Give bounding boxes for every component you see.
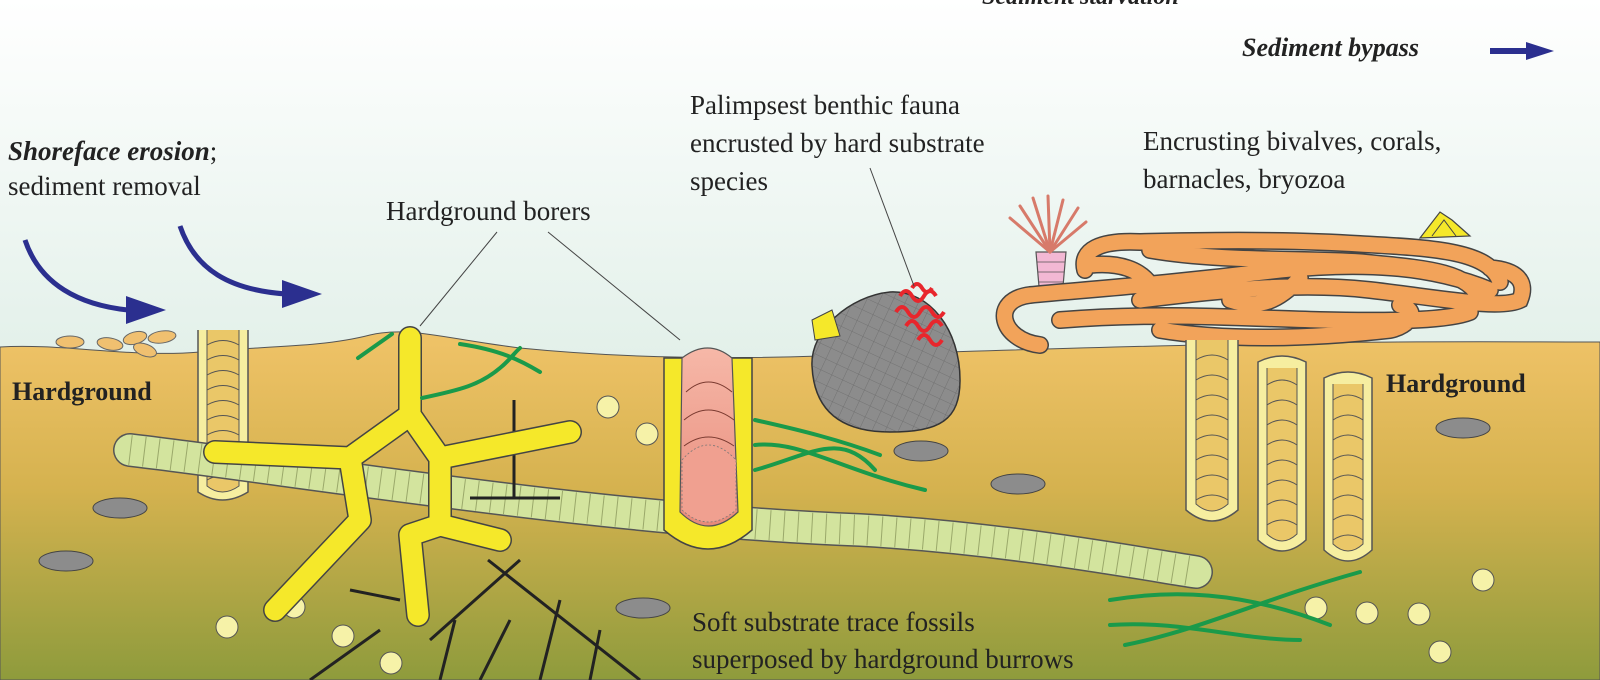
shoreface-erosion-label: Shoreface erosion;: [8, 136, 217, 166]
palimpsest-label-line2: encrusted by hard substrate: [690, 128, 985, 158]
eroded-grains: [55, 330, 177, 358]
erosion-arrow-icon: [177, 225, 322, 308]
hardground-left-label: Hardground: [12, 377, 152, 406]
bypass-arrow-icon: [1490, 42, 1554, 60]
right-borings: [1185, 340, 1373, 562]
encrusting-label-line1: Encrusting bivalves, corals,: [1143, 126, 1441, 156]
palimpsest-label-line1: Palimpsest benthic fauna: [690, 90, 960, 120]
hardground-right-label: Hardground: [1386, 369, 1526, 398]
soft-substrate-burrow: [113, 433, 1213, 589]
leader-lines: [419, 167, 915, 341]
soft-substrate-label-line2: superposed by hardground burrows: [692, 644, 1074, 674]
bivalve-boring: [663, 347, 753, 550]
palimpsest-label-line3: species: [690, 166, 768, 196]
hardground-borers-label: Hardground borers: [386, 196, 591, 226]
serpulid-encrusters: [894, 282, 946, 347]
encrusting-bryozoa: [995, 231, 1532, 354]
green-traces: [356, 332, 1362, 647]
yellow-branching-borer: [203, 326, 582, 627]
sediment-starvation-label: Sediment starvation: [982, 0, 1179, 10]
erosion-arrow-icon: [22, 239, 166, 324]
soft-substrate-label-line1: Soft substrate trace fossils: [692, 607, 975, 637]
barnacle-icon: [1418, 211, 1472, 239]
pebbles: [38, 417, 1491, 619]
sediment-bypass-label: Sediment bypass: [1242, 33, 1419, 62]
palimpsest-bivalve: [811, 291, 961, 433]
encrusting-label-line2: barnacles, bryozoa: [1143, 164, 1345, 194]
sediment-removal-label: sediment removal: [8, 171, 201, 201]
